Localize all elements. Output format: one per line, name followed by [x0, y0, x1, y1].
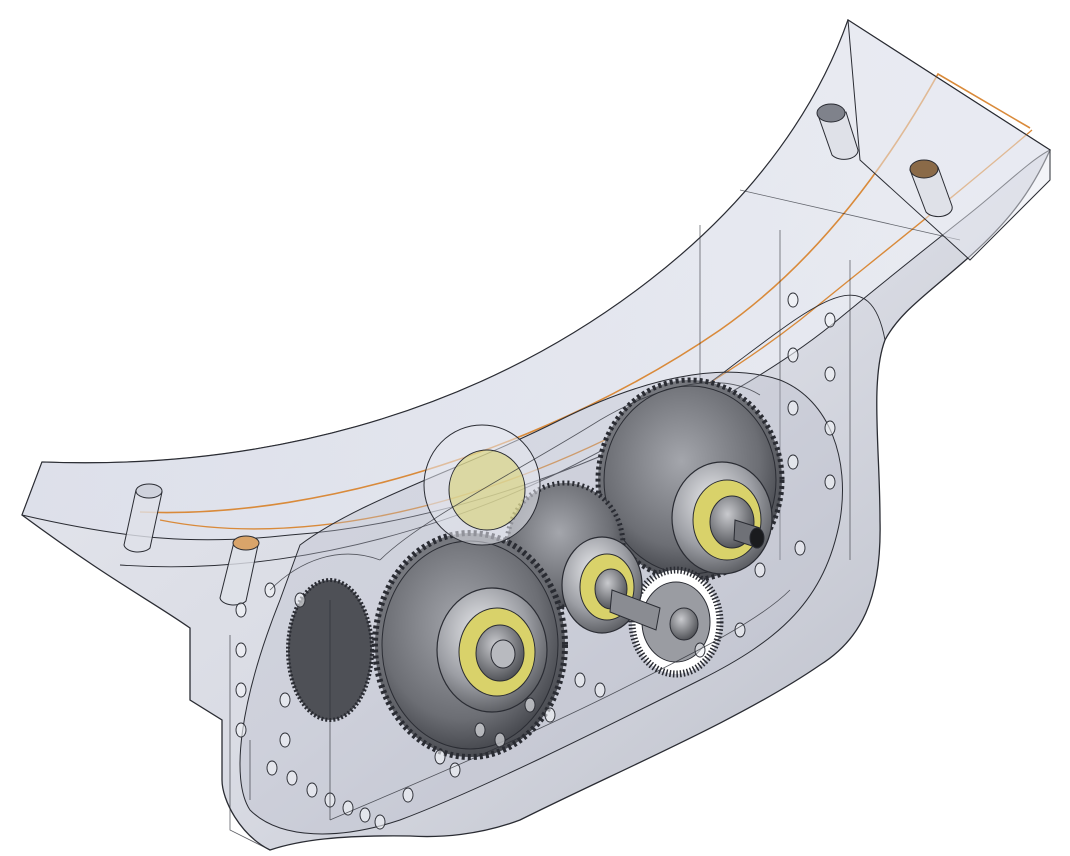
internal-plates [229, 382, 791, 851]
housing-inner-edge-2 [699, 189, 961, 560]
pin-top-1 [816, 103, 859, 160]
ball-bearing-middle [561, 536, 661, 634]
ball-bearing-rear [671, 461, 773, 575]
pin-top-2 [909, 159, 953, 218]
locating-pins [123, 103, 953, 606]
housing-end-face [847, 19, 1051, 261]
mounting-holes [235, 292, 836, 830]
hole-row-bottom [374, 672, 606, 830]
bearings [423, 424, 773, 713]
pin-left-2 [219, 535, 260, 606]
ball-bearing-upper [423, 424, 541, 546]
pin-left-1 [123, 483, 163, 553]
ball-bearing-front [436, 587, 548, 713]
hole-row-right [694, 292, 836, 658]
hole-row-left [235, 582, 306, 748]
